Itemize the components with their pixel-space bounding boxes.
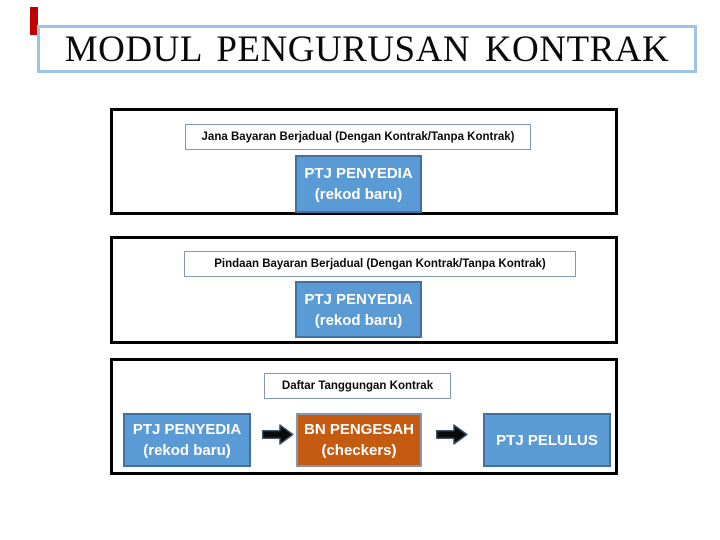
node-subtitle: (rekod baru)	[314, 186, 403, 203]
section-label-jana-bayaran: Jana Bayaran Berjadual (Dengan Kontrak/T…	[185, 124, 531, 150]
node-title: BN PENGESAH	[303, 421, 415, 438]
node-ptj-penyedia-2: PTJ PENYEDIA (rekod baru)	[295, 281, 422, 338]
section-label-daftar-tanggungan: Daftar Tanggungan Kontrak	[264, 373, 451, 399]
node-title: PTJ PENYEDIA	[132, 421, 242, 438]
node-subtitle: (rekod baru)	[314, 311, 403, 329]
section-label-pindaan-bayaran: Pindaan Bayaran Berjadual (Dengan Kontra…	[184, 251, 576, 277]
node-bn-pengesah: BN PENGESAH (checkers)	[296, 413, 422, 467]
arrow-right-icon	[261, 423, 295, 446]
node-ptj-penyedia-1: PTJ PENYEDIA (rekod baru)	[295, 155, 422, 213]
section-daftar-tanggungan-kontrak: Daftar Tanggungan Kontrak PTJ PENYEDIA (…	[110, 358, 618, 475]
section-pindaan-bayaran-berjadual: Pindaan Bayaran Berjadual (Dengan Kontra…	[110, 236, 618, 344]
node-title: PTJ PELULUS	[496, 431, 598, 449]
red-accent-bar	[30, 7, 38, 35]
section-jana-bayaran-berjadual: Jana Bayaran Berjadual (Dengan Kontrak/T…	[110, 108, 618, 215]
slide-title: MODUL PENGURUSAN KONTRAK	[64, 28, 670, 70]
node-title: PTJ PENYEDIA	[304, 290, 413, 308]
node-title: PTJ PENYEDIA	[304, 165, 413, 182]
node-subtitle: (rekod baru)	[143, 442, 231, 459]
arrow-right-icon	[435, 423, 469, 446]
slide-title-box: MODUL PENGURUSAN KONTRAK	[37, 25, 697, 73]
node-ptj-pelulus: PTJ PELULUS	[483, 413, 611, 467]
node-subtitle: (checkers)	[321, 442, 397, 459]
node-ptj-penyedia-3: PTJ PENYEDIA (rekod baru)	[123, 413, 251, 467]
